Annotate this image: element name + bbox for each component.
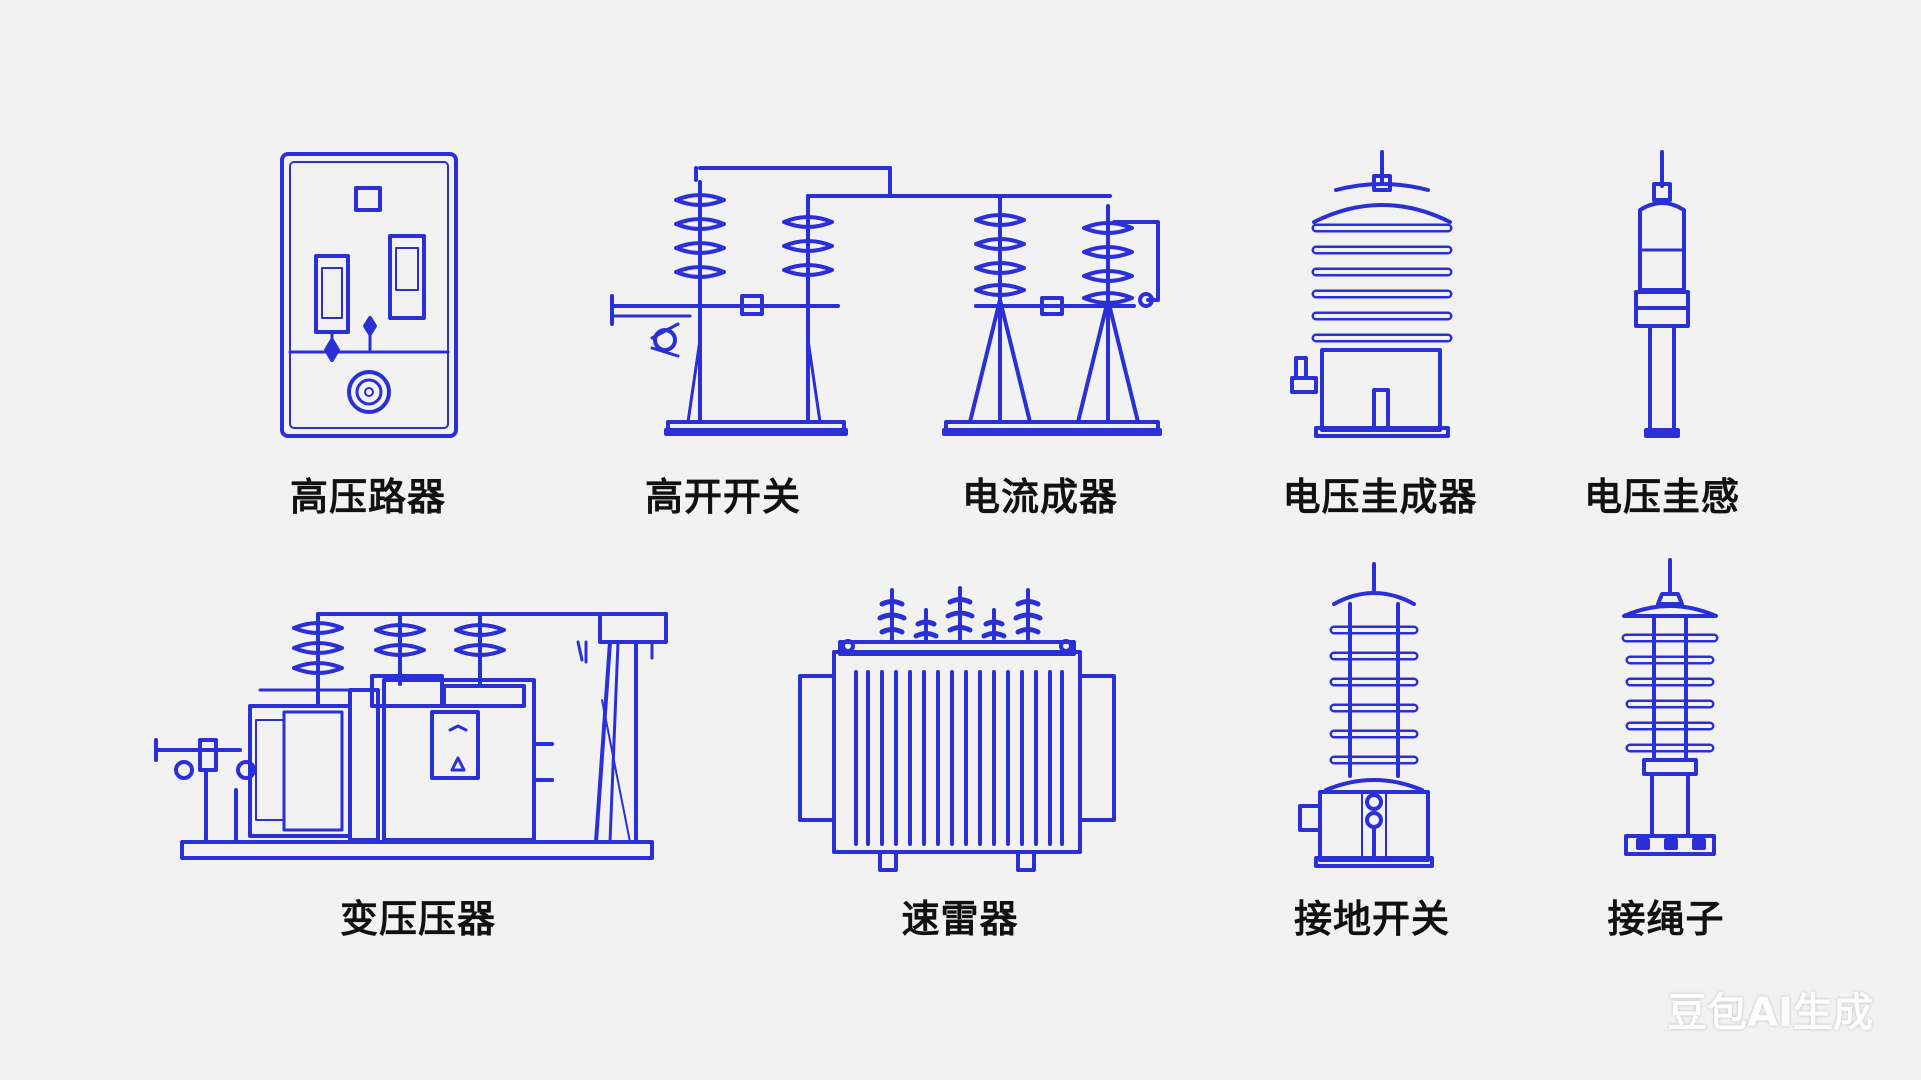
label-disconnect-switch: 高开开关 xyxy=(644,475,802,519)
label-insulator: 接绳子 xyxy=(1607,897,1725,941)
watermark: 豆包AI生成 xyxy=(1667,990,1873,1036)
label-hv-breaker: 高压路器 xyxy=(289,475,447,519)
disconnect-switch-icon xyxy=(610,166,1112,436)
grounding-switch-icon xyxy=(1298,562,1434,868)
voltage-sensor-icon xyxy=(1634,150,1690,438)
current-transformer-icon xyxy=(942,196,1162,436)
insulator-icon xyxy=(1621,558,1719,856)
label-lightning-arrester: 速雷器 xyxy=(901,897,1019,941)
label-grounding-switch: 接地开关 xyxy=(1293,897,1451,941)
label-voltage-transformer: 电压圭成器 xyxy=(1282,475,1478,519)
breaker-panel-icon xyxy=(280,152,458,438)
power-transformer-icon xyxy=(154,612,668,860)
voltage-transformer-icon xyxy=(1290,150,1453,438)
label-power-transformer: 变压压器 xyxy=(339,897,497,941)
label-current-transformer: 电流成器 xyxy=(961,475,1119,519)
label-voltage-sensor: 电压圭感 xyxy=(1583,475,1741,519)
lightning-arrester-icon xyxy=(798,586,1116,872)
